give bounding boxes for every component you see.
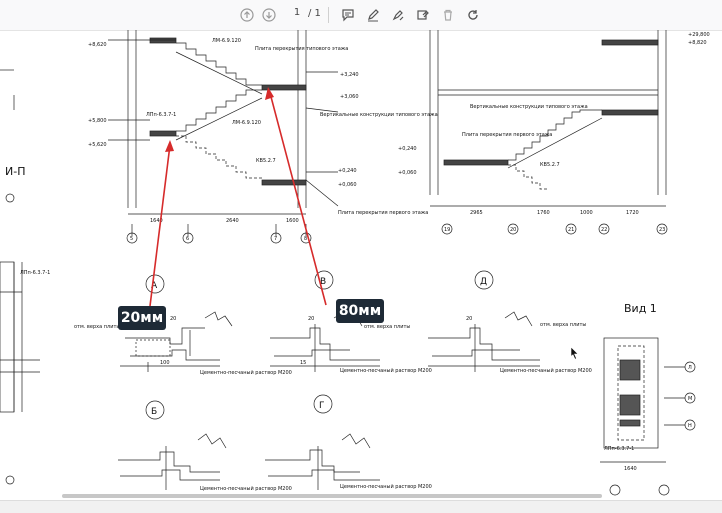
dim-left-3: 1600 — [286, 218, 299, 224]
view-title: Вид 1 — [624, 302, 657, 315]
axis-23: 23 — [659, 227, 665, 233]
mortar-d: Цементно-песчаный раствор М200 — [500, 367, 592, 374]
vert-konstr-note-right: Вертикальные конструкции типового этажа — [470, 104, 588, 110]
lpp-label: ЛПп-6.3.7-1 — [146, 112, 176, 118]
detail-label-b: Б — [151, 407, 157, 417]
axis-20: 20 — [510, 227, 516, 233]
callout-label-right: 80мм — [336, 299, 384, 323]
mouse-cursor — [570, 345, 580, 364]
page-number-input[interactable]: 1 — [293, 7, 301, 18]
dim-left-2: 2640 — [226, 218, 239, 224]
axis-21: 21 — [568, 227, 574, 233]
elev-7-right: +0,060 — [398, 170, 417, 176]
dim-left-1: 1640 — [150, 218, 163, 224]
mortar-a: Цементно-песчаный раствор М200 — [200, 369, 292, 376]
detail-label-g: Г — [319, 401, 325, 411]
dim-right-4: 1720 — [626, 210, 639, 216]
elev-6-right: +0,240 — [398, 146, 417, 152]
callout-arrowhead-right — [265, 87, 274, 100]
elev-2: +5,800 — [88, 118, 107, 124]
page-count: / 1 — [308, 8, 321, 19]
callout-arrow-right — [269, 92, 327, 306]
axis-22: 22 — [601, 227, 607, 233]
pdf-toolbar: 1 / 1 — [0, 0, 722, 31]
delete-icon[interactable] — [437, 4, 459, 26]
otm-verha-v: отм. верха плиты — [364, 324, 410, 330]
vert-konstr-note: Вертикальные конструкции типового этажа — [320, 112, 438, 118]
rotate-icon[interactable] — [462, 4, 484, 26]
mortar-v: Цементно-песчаный раствор М200 — [340, 367, 432, 374]
lpp-label-left: ЛПп-6.3.7-1 — [20, 270, 50, 276]
axis-l: Л — [688, 365, 692, 371]
lpp-label-view: ЛПп-6.3.7-1 — [604, 446, 634, 452]
axis-m: М — [688, 396, 692, 402]
highlight-pen-icon[interactable] — [387, 4, 409, 26]
toolbar-separator — [328, 7, 329, 23]
dim-1640: 1640 — [624, 466, 637, 472]
stamp-icon[interactable] — [412, 4, 434, 26]
mortar-g: Цементно-песчаный раствор М200 — [340, 483, 432, 490]
axis-6: 6 — [186, 236, 189, 242]
dim-20-v: 20 — [308, 316, 314, 322]
elev-3: +5,620 — [88, 142, 107, 148]
mortar-b: Цементно-песчаный раствор М200 — [200, 485, 292, 492]
technical-drawing: И-П Вид 1 А В Д Б Г Плита перекрытия тип… — [0, 30, 710, 496]
dim-100-a: 100 — [160, 360, 170, 366]
plita-top-note: Плита перекрытия типового этажа — [255, 46, 348, 52]
elev-1: +8,820 — [688, 40, 707, 46]
elev-8: +29,800 — [688, 32, 710, 38]
elev-4: +3,240 — [340, 72, 359, 78]
elev-5: +3,060 — [340, 94, 359, 100]
elev-7: +0,060 — [338, 182, 357, 188]
detail-label-v: В — [320, 277, 326, 287]
elev-6: +0,240 — [338, 168, 357, 174]
comment-icon[interactable] — [337, 4, 359, 26]
plita-first-note-right: Плита перекрытия первого этажа — [462, 132, 552, 138]
axis-8: 8 — [304, 236, 307, 242]
axis-7: 7 — [274, 236, 277, 242]
callout-arrowhead-left — [165, 140, 174, 152]
arrow-down-icon[interactable] — [258, 4, 280, 26]
dim-20-a: 20 — [170, 316, 176, 322]
callout-arrow-left — [149, 144, 171, 307]
kvs-label: КВ5.2.7 — [256, 158, 276, 164]
otm-verha-a: отм. верха плиты — [74, 324, 120, 330]
dim-15-v: 15 — [300, 360, 306, 366]
dim-right-3: 1000 — [580, 210, 593, 216]
lm-label: ЛМ-6.9.120 — [212, 38, 241, 44]
kvs-label-right: КВ5.2.7 — [540, 162, 560, 168]
horizontal-scrollbar[interactable] — [62, 494, 602, 498]
dim-right-2: 1760 — [537, 210, 550, 216]
axis-n: Н — [688, 423, 692, 429]
bottom-bar — [0, 500, 722, 513]
otm-verha-d: отм. верха плиты — [540, 322, 586, 328]
axis-5: 5 — [130, 236, 133, 242]
elev-9: +8,620 — [88, 42, 107, 48]
axis-19: 19 — [444, 227, 450, 233]
lm-label-2: ЛМ-6.9.120 — [232, 120, 261, 126]
arrow-up-icon[interactable] — [236, 4, 258, 26]
plita-first-note: Плита перекрытия первого этажа — [338, 210, 428, 216]
dim-20-d: 20 — [466, 316, 472, 322]
detail-label-d: Д — [480, 277, 487, 287]
section-title-i-p: И-П — [5, 165, 25, 178]
dim-right-1: 2965 — [470, 210, 483, 216]
detail-label-a: А — [151, 281, 158, 291]
pen-icon[interactable] — [362, 4, 384, 26]
callout-label-left: 20мм — [118, 306, 166, 330]
